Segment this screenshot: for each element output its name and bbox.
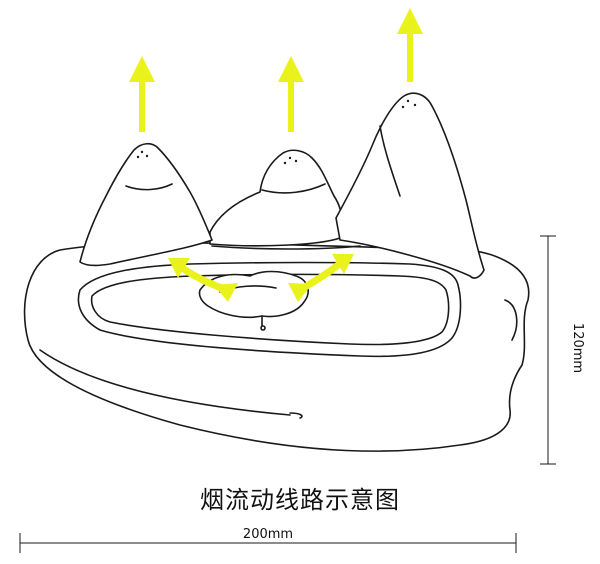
middle-rock: [209, 149, 343, 247]
tray-right-edge: [504, 299, 518, 341]
height-label: 120mm: [570, 322, 585, 374]
height-dimension-line: [540, 235, 556, 465]
arrow-up-middle: [278, 56, 304, 132]
diagram-caption: 烟流动线路示意图: [200, 486, 400, 514]
width-label: 200mm: [242, 527, 294, 542]
rock-pores: [136, 99, 417, 165]
width-dimension-line: [19, 533, 517, 553]
tray-rim-line: [39, 349, 291, 416]
smoke-rise-arrows: [129, 8, 423, 132]
arrow-up-right: [397, 8, 423, 82]
right-rock: [335, 92, 485, 279]
left-rock: [79, 142, 213, 267]
smoke-nozzle: [198, 270, 309, 319]
arrow-up-left: [129, 56, 155, 132]
